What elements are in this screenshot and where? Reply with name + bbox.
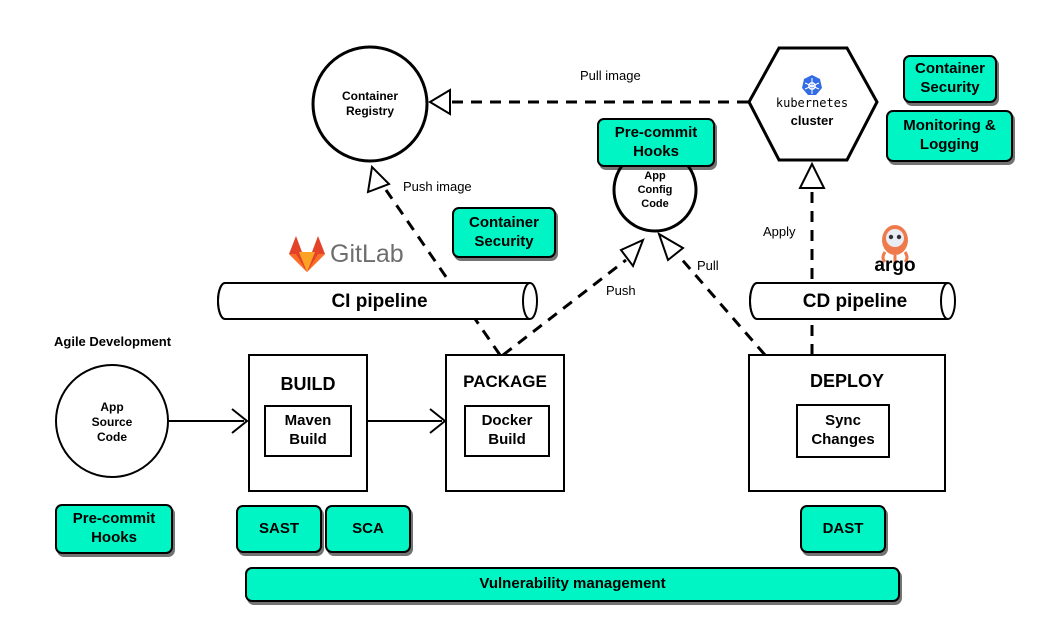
agile-development-label: Agile Development [54, 334, 172, 349]
push-connector [502, 258, 627, 357]
vulnerability-management-bar: Vulnerability management [245, 567, 900, 602]
precommit-hooks-bottom-tag: Pre-commit Hooks [55, 504, 173, 554]
kubernetes-helm-icon [802, 75, 822, 95]
pull-connector [676, 254, 767, 356]
argo-mascot-icon [881, 225, 909, 264]
dast-tag: DAST [800, 505, 886, 553]
push-label: Push [606, 283, 636, 298]
push-image-arrowhead [366, 164, 391, 194]
container-registry-circle [311, 45, 429, 163]
package-stage-title: PACKAGE [463, 372, 547, 391]
ci-pipeline-label: CI pipeline [331, 291, 428, 312]
sast-tag: SAST [236, 505, 322, 553]
container-security-mid-tag: Container Security [452, 207, 556, 258]
pull-image-arrowhead [428, 88, 451, 116]
monitoring-logging-tag: Monitoring & Logging [886, 110, 1013, 162]
container-security-top-tag: Container Security [903, 55, 997, 103]
pull-image-label: Pull image [580, 68, 641, 83]
maven-build-box: Maven Build [264, 405, 352, 457]
push-arrowhead [619, 238, 645, 269]
app-config-code-label: App Config Code [637, 170, 673, 210]
kubernetes-cluster-hexagon [747, 46, 879, 162]
apply-label: Apply [763, 224, 796, 239]
ci-pipeline-cylinder [217, 282, 538, 320]
sync-changes-box: Sync Changes [796, 404, 890, 458]
docker-build-box: Docker Build [464, 405, 550, 457]
pull-label: Pull [697, 258, 719, 273]
gitlab-logo-icon [289, 236, 325, 272]
kubernetes-cluster-label: cluster [790, 113, 834, 128]
gitlab-wordmark: GitLab [330, 240, 404, 268]
sca-tag: SCA [325, 505, 411, 553]
source-to-build-arrowhead [231, 408, 249, 434]
container-registry-label: Container Registry [341, 89, 398, 118]
push-image-connector [384, 189, 502, 356]
kubernetes-wordmark: kubernetes [775, 96, 849, 110]
argo-wordmark: argo [874, 255, 916, 276]
pull-arrowhead [657, 231, 685, 262]
build-stage-title: BUILD [280, 374, 336, 394]
cd-pipeline-cylinder [749, 282, 956, 320]
cd-pipeline-label: CD pipeline [802, 291, 908, 312]
app-source-code-label: App Source Code [91, 400, 133, 444]
push-image-label: Push image [403, 179, 472, 194]
apply-arrowhead [798, 161, 826, 189]
precommit-hooks-top-tag: Pre-commit Hooks [597, 118, 715, 167]
deploy-stage-title: DEPLOY [809, 371, 884, 391]
app-source-code-circle [55, 364, 169, 478]
